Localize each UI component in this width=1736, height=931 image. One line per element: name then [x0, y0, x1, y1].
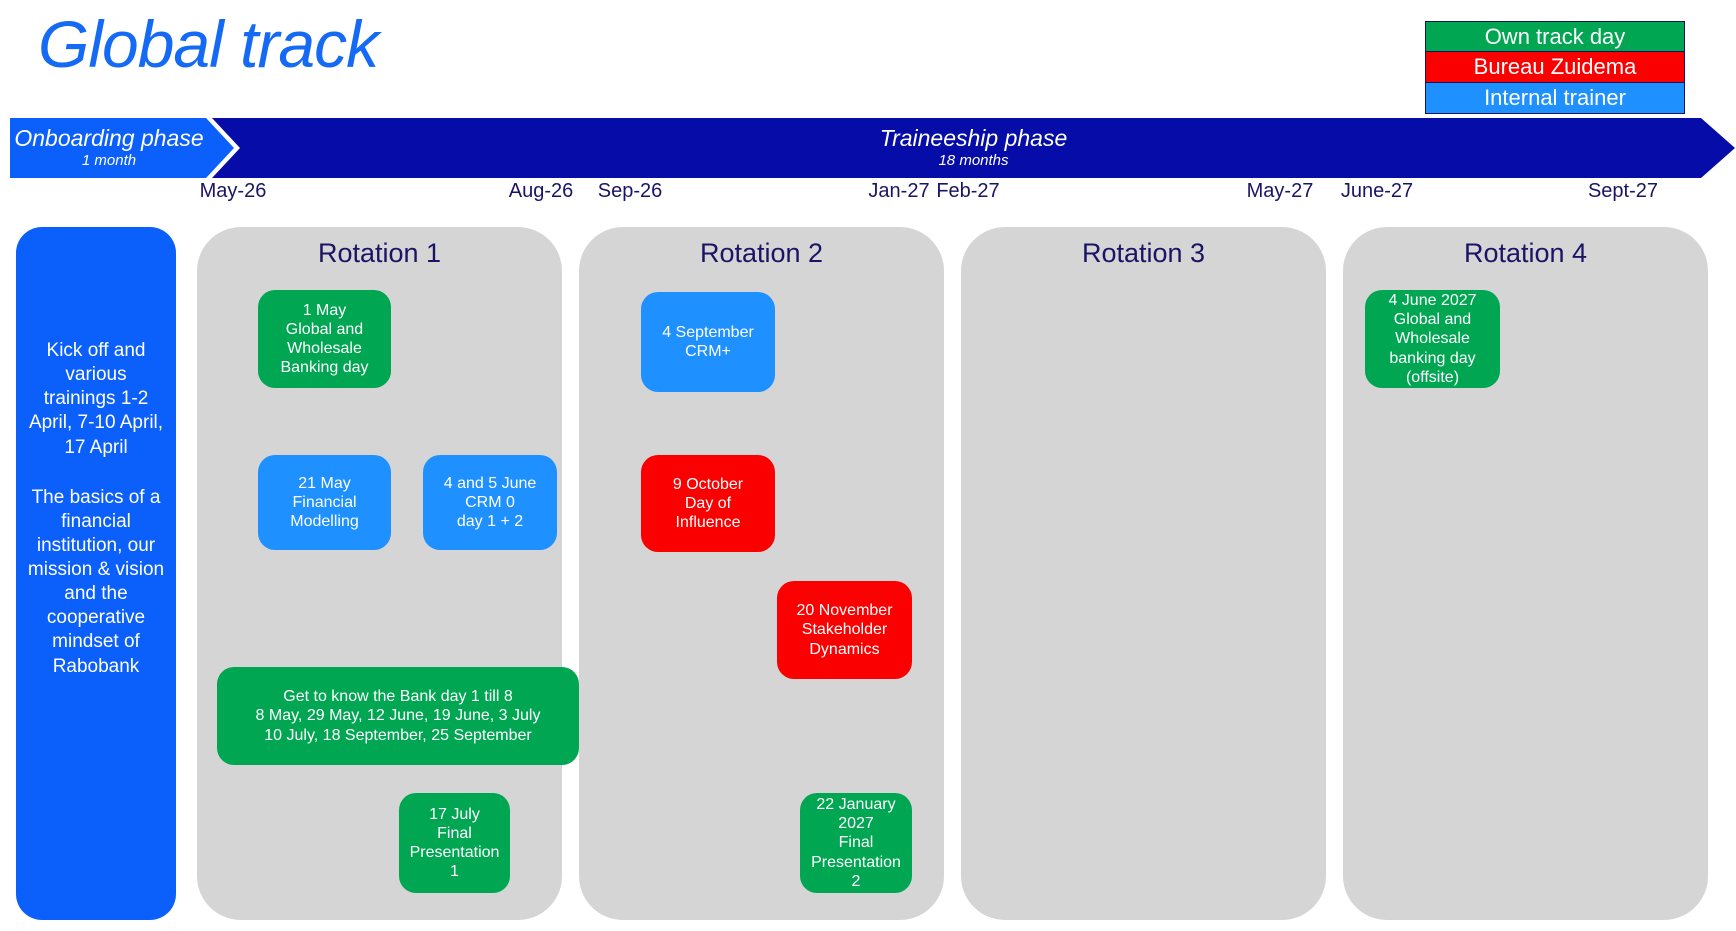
event-card-line: CRM 0 — [465, 493, 515, 511]
month-label-jan-27: Jan-27 — [868, 180, 930, 202]
traineeship-phase-duration: 18 months — [938, 151, 1009, 169]
month-label-sept-27: Sept-27 — [1587, 180, 1659, 202]
event-card-line: 17 July — [429, 805, 480, 823]
onboarding-phase-duration: 1 month — [81, 151, 137, 169]
event-card-line: Presentation — [811, 853, 901, 871]
legend-item-own-track-day: Own track day — [1425, 20, 1685, 53]
event-card-line: 1 — [450, 863, 459, 881]
page-title: Global track — [38, 7, 379, 81]
event-card-line: 2 — [851, 872, 861, 890]
event-card-line: Global and — [1393, 311, 1472, 329]
rotation-title-rotation-2: Rotation 2 — [699, 238, 824, 268]
event-card-line: Stakeholder — [801, 621, 888, 639]
month-label-june-27: June-27 — [1340, 180, 1414, 202]
rotation-title-rotation-3: Rotation 3 — [1081, 238, 1206, 268]
kickoff-paragraph-2: The basics of a financial institution, o… — [27, 486, 165, 677]
event-card-line: Banking day — [280, 359, 369, 377]
month-label-may-27: May-27 — [1246, 180, 1314, 202]
legend-item-internal-trainer: Internal trainer — [1425, 81, 1685, 114]
onboarding-phase-arrow: Onboarding phase 1 month — [10, 118, 234, 178]
month-label-may-26: May-26 — [199, 180, 267, 202]
event-card-line: Wholesale — [1395, 330, 1470, 348]
event-card-line: Final — [437, 824, 472, 842]
event-card-line: Presentation — [409, 844, 500, 861]
event-card-line: Financial — [292, 493, 357, 511]
event-card-line: 4 September — [662, 323, 754, 341]
event-card-line: day 1 + 2 — [456, 513, 524, 531]
event-card-line: Global and — [285, 320, 364, 338]
traineeship-phase-label: Traineeship phase — [879, 125, 1068, 152]
event-card-line: Get to know the Bank day 1 till 8 — [283, 688, 513, 706]
event-card-line: Wholesale — [287, 340, 362, 357]
rotation-box-rotation-3: Rotation 3 — [961, 227, 1326, 920]
month-label-sep-26: Sep-26 — [597, 180, 663, 202]
event-card-line: Modelling — [290, 513, 359, 531]
event-card-line: (offsite) — [1405, 368, 1460, 386]
kickoff-box: Kick off and various trainings 1-2 April… — [16, 227, 176, 920]
month-label-feb-27: Feb-27 — [936, 180, 1000, 202]
event-card-line: 4 June 2027 — [1388, 292, 1477, 310]
event-card-line: 10 July, 18 September, 25 September — [264, 726, 532, 744]
event-card-line: 9 October — [672, 475, 744, 493]
event-card-line: 20 November — [796, 602, 893, 620]
event-card-line: Day of — [684, 494, 732, 512]
event-card-line: 2027 — [838, 815, 874, 833]
event-card-line: CRM+ — [685, 343, 731, 360]
event-card-line: 1 May — [302, 301, 347, 319]
event-card-line: Influence — [675, 514, 741, 532]
rotation-title-rotation-1: Rotation 1 — [317, 238, 442, 268]
event-card-line: 8 May, 29 May, 12 June, 19 June, 3 July — [255, 707, 541, 725]
event-card-line: Final — [838, 834, 874, 852]
kickoff-paragraph-1: Kick off and various trainings 1-2 April… — [28, 340, 164, 458]
event-card-line: banking day — [1389, 349, 1476, 367]
rotation-title-rotation-4: Rotation 4 — [1463, 238, 1588, 268]
event-card-line: 4 and 5 June — [443, 474, 537, 492]
traineeship-phase-arrow: Traineeship phase 18 months — [212, 118, 1735, 178]
legend-item-bureau-zuidema: Bureau Zuidema — [1425, 51, 1685, 83]
onboarding-phase-label: Onboarding phase — [14, 125, 204, 152]
month-label-aug-26: Aug-26 — [508, 180, 574, 202]
event-card-line: 22 January — [816, 796, 896, 814]
event-card-line: 21 May — [298, 474, 351, 492]
event-card-line: Dynamics — [809, 640, 880, 658]
